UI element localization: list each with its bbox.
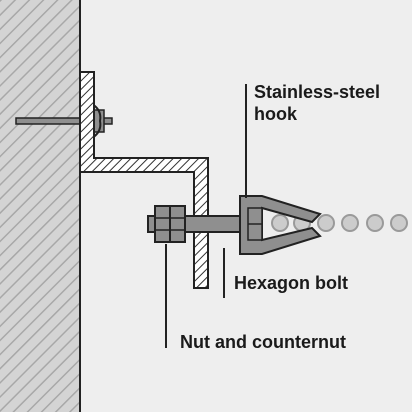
chain-link bbox=[341, 214, 359, 232]
hook-label-line1: Stainless-steel bbox=[254, 82, 381, 102]
anchor-rod bbox=[15, 117, 113, 125]
wall bbox=[0, 0, 80, 412]
chain-link bbox=[390, 214, 408, 232]
hook-label-line2: hook bbox=[254, 104, 297, 124]
hexagon-bolt-label: Hexagon bolt bbox=[234, 273, 349, 293]
stainless-steel-hook bbox=[239, 195, 322, 255]
chain-link bbox=[366, 214, 384, 232]
nut-and-counternut bbox=[154, 205, 186, 243]
nut-counternut-label: Nut and counternut bbox=[180, 332, 346, 352]
counternut bbox=[169, 205, 186, 243]
hook-label: Stainless-steel hook bbox=[254, 81, 380, 125]
angle-bracket bbox=[79, 71, 209, 289]
nut bbox=[154, 205, 171, 243]
chain-link bbox=[317, 214, 335, 232]
chain-link bbox=[271, 214, 289, 232]
anchor-washer bbox=[91, 103, 102, 139]
